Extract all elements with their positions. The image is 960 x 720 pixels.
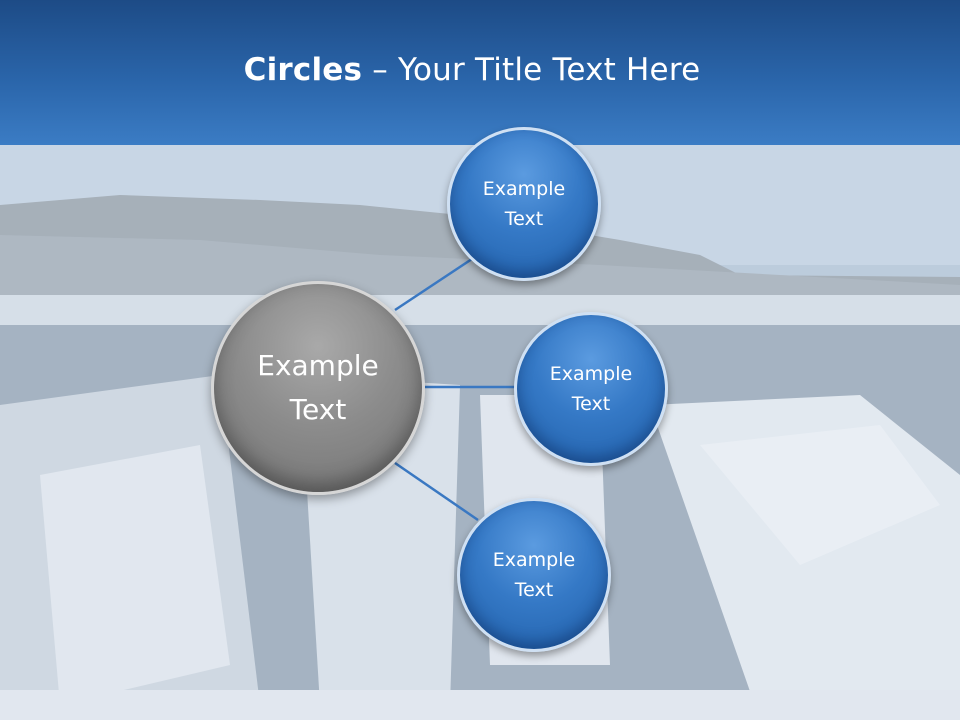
circle-bottom-label: Example Text — [492, 549, 576, 601]
title-bold: Circles — [243, 52, 363, 88]
circle-middle-label: Example Text — [549, 363, 633, 415]
slide-header — [0, 0, 960, 145]
title-rest: – Your Title Text Here — [362, 52, 701, 88]
connector-bottom — [394, 461, 479, 522]
circle-top[interactable]: Example Text — [447, 127, 601, 281]
center-circle[interactable]: Example Text — [211, 281, 425, 495]
circle-bottom[interactable]: Example Text — [457, 498, 611, 652]
connector-top — [394, 253, 479, 312]
circle-top-label: Example Text — [482, 178, 566, 230]
slide-title: Circles – Your Title Text Here — [0, 52, 944, 88]
circle-middle[interactable]: Example Text — [514, 312, 668, 466]
center-circle-label: Example Text — [257, 349, 379, 426]
